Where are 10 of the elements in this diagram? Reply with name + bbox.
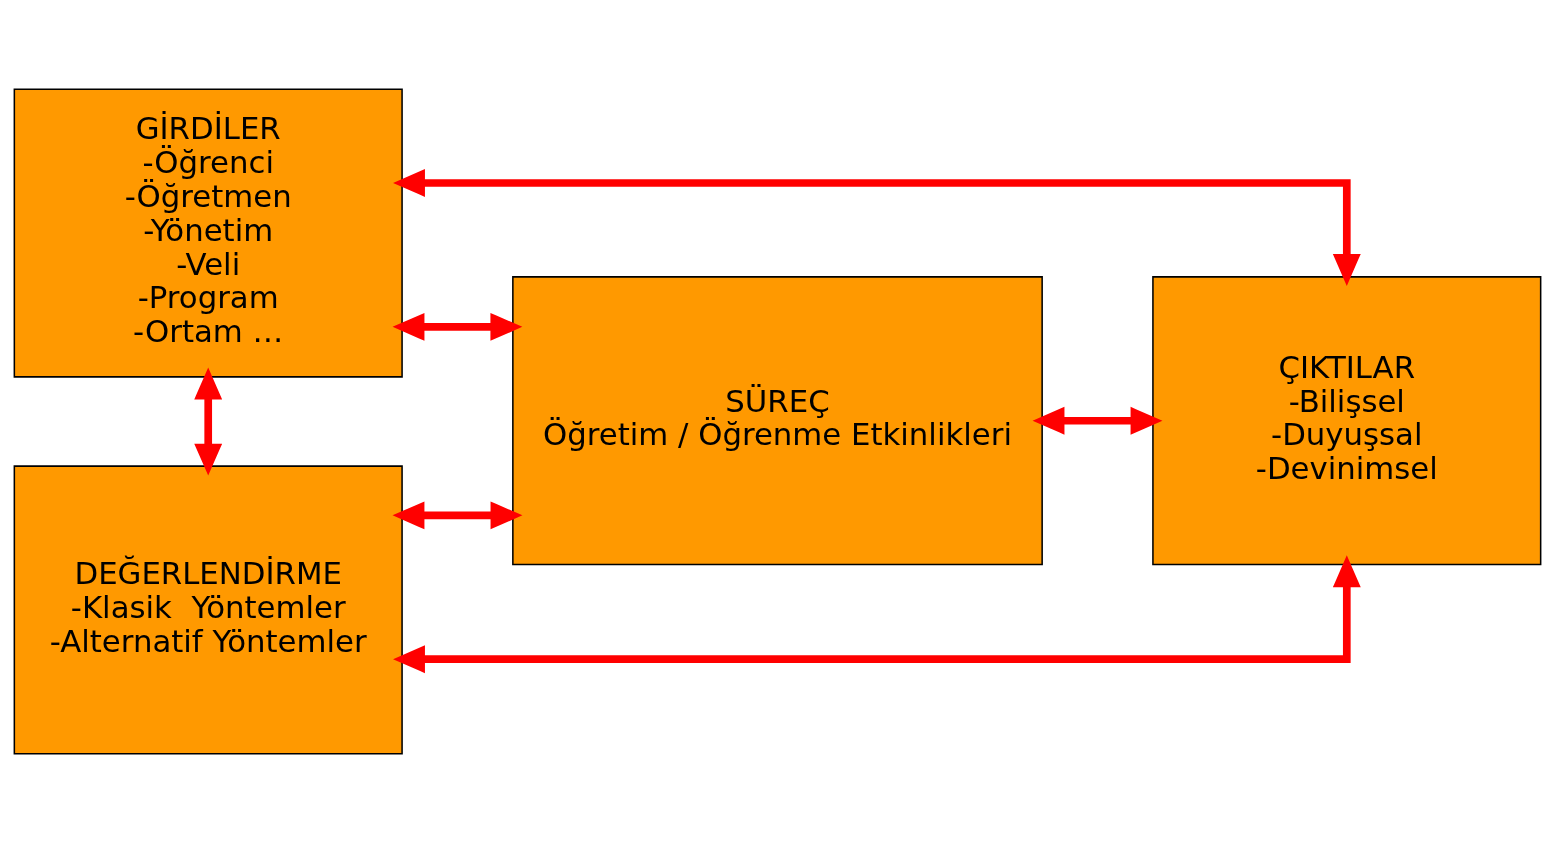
arrow	[392, 500, 523, 529]
arrow	[194, 367, 223, 476]
arrow	[392, 312, 523, 341]
arrow	[1032, 406, 1163, 435]
node-box: DEĞERLENDİRME -Klasik Yöntemler -Alternatif Yöntemler	[13, 464, 403, 755]
arrow	[393, 554, 1361, 673]
node-box: ÇIKTILAR -Bilişsel -Duyuşsal -Devinimsel	[1152, 275, 1542, 565]
arrow	[393, 168, 1361, 286]
node-box: SÜREÇ Öğretim / Öğrenme Etkinlikleri	[512, 275, 1043, 565]
node-box: GİRDİLER -Öğrenci -Öğretmen -Yönetim -Veli -Program -Ortam …	[13, 87, 403, 378]
